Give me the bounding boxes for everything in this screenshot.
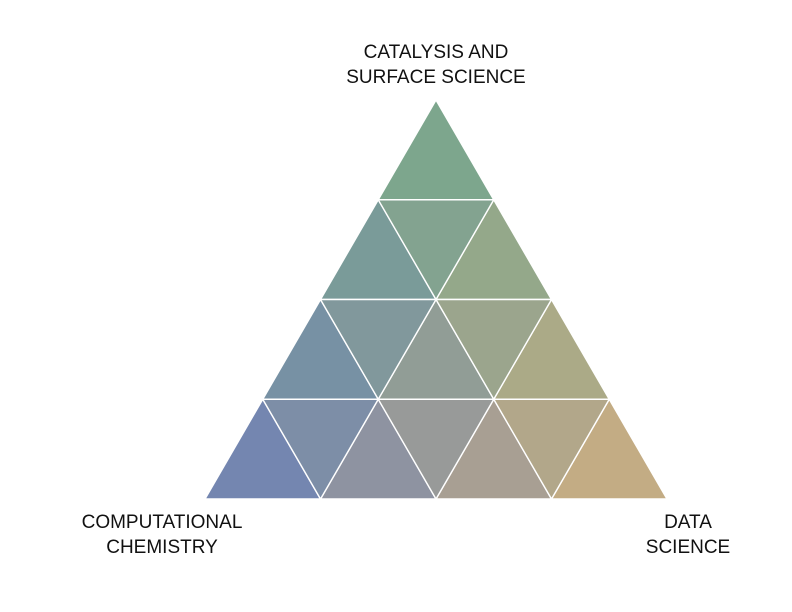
vertex-label-computational-chemistry: COMPUTATIONAL CHEMISTRY [42, 510, 282, 560]
vertex-label-right-line1: DATA [664, 512, 712, 533]
vertex-label-left-line2: CHEMISTRY [106, 537, 218, 558]
triangle-cell-down [377, 398, 495, 500]
triangle-cells [204, 99, 668, 500]
triangle-cell-down [262, 398, 379, 500]
vertex-label-data-science: DATA SCIENCE [608, 510, 768, 560]
triangle-cell-up [377, 99, 495, 201]
triangle-cell-down [435, 298, 553, 400]
vertex-label-right-line2: SCIENCE [645, 537, 731, 558]
vertex-label-left-line1: COMPUTATIONAL [81, 512, 243, 533]
vertex-label-catalysis-surface-science: CATALYSIS AND SURFACE SCIENCE [286, 40, 586, 90]
triangle-cell-down [493, 398, 610, 500]
vertex-label-top-line2: SURFACE SCIENCE [346, 67, 526, 88]
triangle-cell-down [377, 199, 495, 301]
triangle-cell-down [319, 298, 437, 400]
vertex-label-top-line1: CATALYSIS AND [363, 42, 509, 63]
